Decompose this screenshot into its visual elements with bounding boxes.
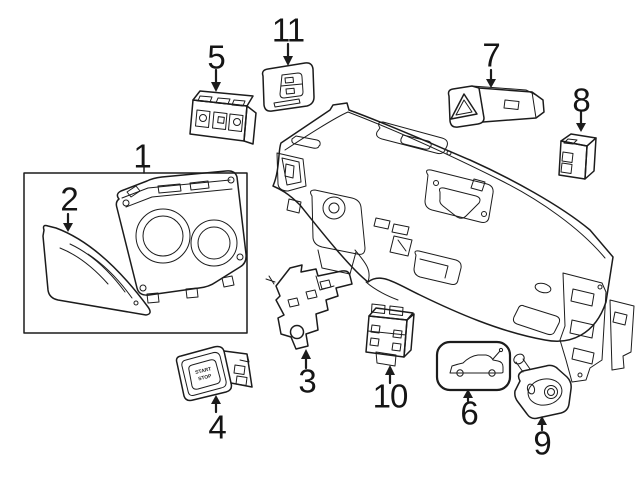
callout-2-arrow: [63, 212, 73, 232]
callout-label-2: 2: [60, 180, 78, 218]
instrument-cluster-housing: [115, 170, 247, 304]
part-11-cover-panel: [261, 62, 315, 112]
callout-6-arrow: [463, 389, 473, 403]
callout-label-3: 3: [298, 362, 316, 400]
callout-label-8: 8: [572, 81, 590, 119]
part-2-cluster-lens: [42, 224, 151, 316]
part-6-trunk-release-button: [435, 340, 512, 392]
callout-label-5: 5: [207, 38, 225, 76]
part-3-bracket: [265, 264, 353, 350]
dashboard-panel-illustration: [272, 102, 635, 383]
part-10-switch: [365, 303, 415, 367]
callout-7-arrow: [486, 68, 496, 88]
callout-label-10: 10: [372, 377, 409, 415]
callout-label-11: 11: [271, 11, 305, 49]
callout-label-7: 7: [482, 36, 500, 74]
start-stop-button-label-line1: START: [195, 366, 212, 376]
part-1-box-frame: [23, 172, 248, 334]
part-9-switch: [513, 353, 572, 420]
callout-3-arrow: [301, 349, 311, 370]
callout-9-arrow: [537, 416, 547, 432]
callout-label-1: 1: [133, 137, 151, 175]
callout-11-arrow: [283, 42, 293, 66]
part-8-switch: [558, 133, 597, 180]
part-5-switch-assembly: [189, 90, 257, 145]
callout-8-arrow: [576, 110, 586, 132]
car-trunk-open-icon: [449, 347, 504, 377]
part-4-start-stop-switch: START STOP: [175, 345, 253, 402]
callout-label-6: 6: [460, 394, 478, 432]
callout-label-4: 4: [208, 408, 226, 446]
part-7-hazard-switch: [447, 85, 545, 128]
warning-triangle-icon: [450, 93, 478, 120]
callout-4-arrow: [211, 395, 221, 414]
callout-label-9: 9: [533, 424, 551, 462]
callout-5-arrow: [211, 68, 221, 92]
callout-arrows: [63, 42, 586, 432]
part-1-instrument-cluster-boxed: [23, 165, 248, 334]
callout-10-arrow: [385, 365, 395, 385]
start-stop-button-label-line2: STOP: [198, 373, 213, 382]
